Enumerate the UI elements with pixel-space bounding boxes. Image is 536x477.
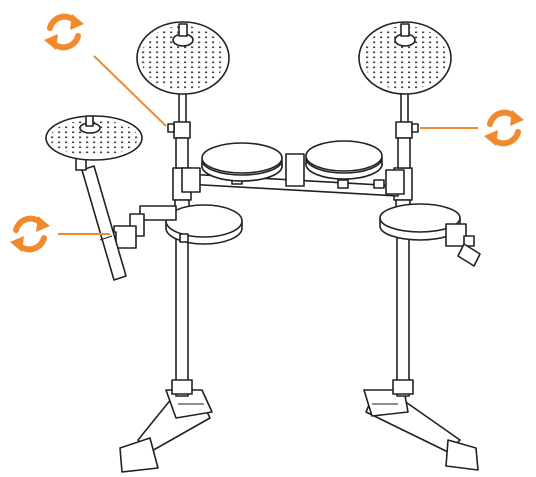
- floor-tom-pad: [379, 203, 481, 267]
- right-foot: [363, 389, 479, 471]
- leader-lines: [58, 55, 478, 235]
- left-leg: [171, 167, 193, 397]
- left-tom-pad: [201, 142, 283, 182]
- snare-pad: [105, 204, 243, 249]
- right-cymbal: [358, 21, 452, 95]
- side-cymbal-arm: [75, 153, 127, 281]
- leader-line-top-left: [93, 55, 167, 127]
- rotate-arrows-icon: [484, 109, 524, 147]
- right-tom-pad: [305, 140, 383, 180]
- rotate-arrows-icon: [10, 215, 50, 253]
- side-cymbal: [45, 115, 143, 161]
- left-cymbal: [136, 21, 230, 95]
- right-leg: [392, 167, 414, 397]
- rotate-arrows-icon: [44, 13, 84, 51]
- left-foot: [119, 389, 213, 473]
